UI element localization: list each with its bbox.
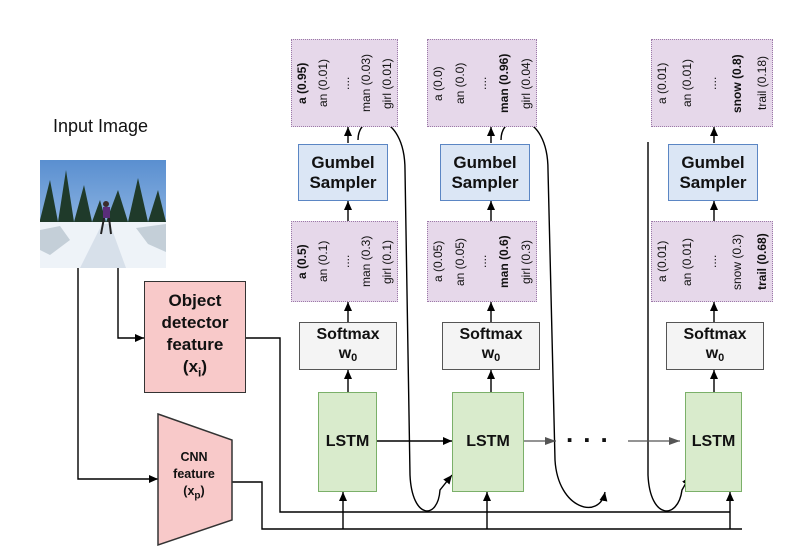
- gumbel-line1: Gumbel: [311, 152, 375, 172]
- word-probability: girl (0.01): [380, 57, 394, 109]
- cnn-symbol: (xp): [183, 484, 205, 502]
- softmax-label: Softmax: [683, 325, 747, 343]
- lstm-cell-1: LSTM: [318, 392, 377, 492]
- object-detector-feature-block: Object detector feature (xi): [144, 281, 246, 393]
- word-probability: ....: [475, 254, 489, 268]
- cnn-line1: CNN: [180, 450, 208, 464]
- word-probability: man (0.3): [358, 235, 373, 287]
- top-prob-box-1: a (0.95) an (0.01).... man (0.03) girl (0.0…: [291, 39, 398, 127]
- softmax-weight: w0: [481, 344, 501, 364]
- word-probability: man (0.6): [497, 235, 511, 288]
- word-probability: a (0.5): [295, 244, 309, 279]
- word-probability: trail (0.18): [755, 55, 769, 110]
- word-probability: ....: [475, 76, 489, 90]
- object-detector-symbol: (xi): [182, 357, 208, 380]
- word-probability: ....: [705, 254, 719, 268]
- gumbel-line2: Sampler: [309, 172, 377, 192]
- lstm-label: LSTM: [691, 433, 736, 450]
- word-probability: ....: [337, 76, 352, 90]
- softmax-weight: w0: [705, 344, 725, 364]
- softmax-label: Softmax: [459, 325, 523, 343]
- softmax-label: Softmax: [316, 325, 380, 343]
- bottom-prob-box-1: a (0.5) an (0.1).... man (0.3) girl (0.1): [291, 221, 398, 302]
- bottom-prob-box-2: a (0.05) an (0.05).... man (0.6) girl (0.3): [427, 221, 537, 302]
- word-probability: an (0.01): [316, 58, 331, 107]
- word-probability: a (0.0): [431, 65, 445, 101]
- lstm-cell-3: LSTM: [685, 392, 742, 492]
- detector-feature-bus: [246, 337, 730, 513]
- ellipsis: ...: [566, 418, 618, 448]
- word-probability: man (0.96): [497, 53, 511, 113]
- word-probability: an (0.01): [680, 237, 694, 286]
- word-probability: trail (0.68): [755, 233, 769, 290]
- object-detector-line3: feature: [166, 335, 224, 355]
- top-prob-box-2: a (0.0) an (0.0).... man (0.96) girl (0.04): [427, 39, 537, 127]
- softmax-block-2: Softmax w0: [442, 322, 540, 370]
- word-probability: girl (0.3): [519, 239, 533, 284]
- word-probability: an (0.05): [453, 237, 467, 286]
- lstm-label: LSTM: [466, 433, 510, 450]
- cnn-feature-bus: [232, 481, 742, 530]
- input-image-label: Input Image: [53, 116, 149, 136]
- image-to-cnn-arrow: [77, 268, 158, 483]
- word-probability: a (0.05): [431, 240, 445, 282]
- gumbel-line2: Sampler: [451, 172, 519, 192]
- word-probability: a (0.95): [295, 62, 309, 104]
- cnn-feature-label: CNN feature (xp): [160, 449, 228, 505]
- bottom-prob-box-3: a (0.01) an (0.01).... snow (0.3) trail (0.…: [651, 221, 773, 302]
- word-probability: man (0.03): [358, 53, 373, 112]
- word-probability: ....: [337, 254, 352, 268]
- word-probability: girl (0.1): [380, 239, 394, 284]
- top-prob-box-3: a (0.01) an (0.01).... snow (0.8) trail (0.…: [651, 39, 773, 127]
- image-to-detector-arrow: [117, 268, 144, 342]
- object-detector-line1: Object: [168, 291, 222, 311]
- softmax-block-3: Softmax w0: [666, 322, 764, 370]
- word-probability: a (0.01): [655, 240, 669, 282]
- cnn-line2: feature: [173, 467, 215, 481]
- gumbel-line1: Gumbel: [453, 152, 517, 172]
- softmax-weight: w0: [338, 344, 358, 364]
- word-probability: snow (0.3): [730, 233, 744, 290]
- softmax-block-1: Softmax w0: [299, 322, 397, 370]
- lstm-cell-2: LSTM: [452, 392, 524, 492]
- input-image: [40, 160, 166, 268]
- word-probability: snow (0.8): [730, 53, 744, 113]
- gumbel-line1: Gumbel: [681, 152, 745, 172]
- word-probability: a (0.01): [655, 62, 669, 104]
- gumbel-line2: Sampler: [679, 172, 747, 192]
- word-probability: girl (0.04): [519, 57, 533, 109]
- object-detector-line2: detector: [161, 313, 229, 333]
- cnn-feature-block: [157, 412, 233, 547]
- word-probability: an (0.0): [453, 62, 467, 104]
- word-probability: an (0.1): [316, 240, 331, 282]
- lstm-label: LSTM: [325, 433, 370, 450]
- word-probability: ....: [705, 76, 719, 90]
- word-probability: an (0.01): [680, 58, 694, 107]
